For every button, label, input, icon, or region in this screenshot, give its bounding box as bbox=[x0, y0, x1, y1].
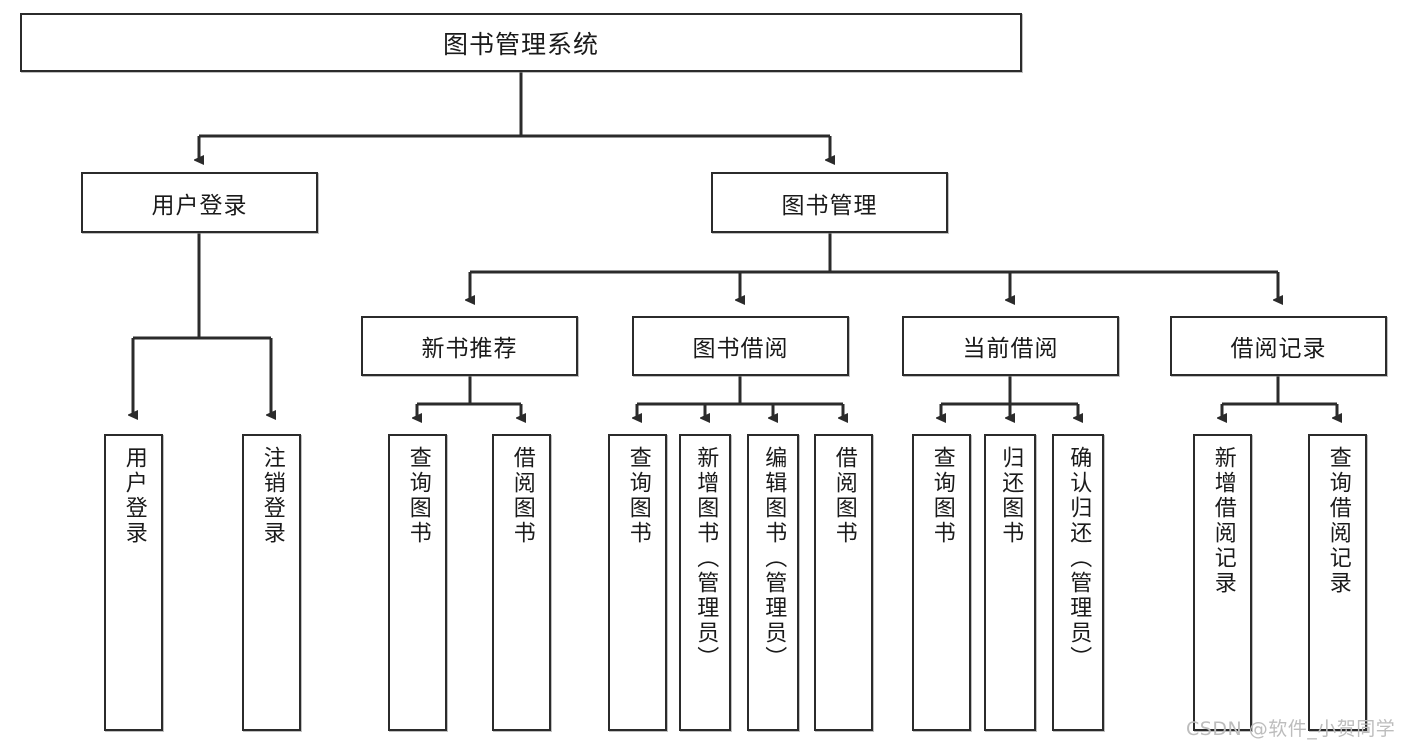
node-borrow-records[interactable]: 借阅记录 bbox=[1170, 316, 1387, 376]
node-book-borrow[interactable]: 图书借阅 bbox=[632, 316, 849, 376]
leaf-borrow-books-recommend[interactable]: 借阅图书 bbox=[492, 434, 551, 731]
leaf-add-book-admin[interactable]: 新增图书（管理员） bbox=[679, 434, 731, 731]
node-label: 用户登录 bbox=[151, 192, 248, 219]
node-user-login[interactable]: 用户登录 bbox=[81, 172, 318, 233]
node-book-management[interactable]: 图书管理 bbox=[711, 172, 948, 233]
leaf-label: 查询借阅记录 bbox=[1325, 446, 1351, 596]
leaf-label: 借阅图书 bbox=[509, 446, 535, 546]
leaf-label: 借阅图书 bbox=[831, 446, 857, 546]
leaf-query-books-borrow[interactable]: 查询图书 bbox=[608, 434, 667, 731]
leaf-label: 归还图书 bbox=[998, 446, 1024, 546]
leaf-user-login[interactable]: 用户登录 bbox=[104, 434, 163, 731]
csdn-watermark: CSDN @软件_小贺同学 bbox=[1186, 718, 1396, 740]
leaf-label: 查询图书 bbox=[625, 446, 651, 546]
leaf-return-books[interactable]: 归还图书 bbox=[984, 434, 1036, 731]
leaf-label: 用户登录 bbox=[121, 446, 147, 546]
node-label: 当前借阅 bbox=[962, 336, 1059, 362]
node-label: 图书管理 bbox=[781, 192, 878, 219]
leaf-label: 注销登录 bbox=[259, 446, 285, 546]
node-label: 图书借阅 bbox=[692, 336, 789, 362]
leaf-label: 新增借阅记录 bbox=[1210, 446, 1236, 596]
leaf-confirm-return-admin[interactable]: 确认归还（管理员） bbox=[1052, 434, 1104, 731]
leaf-query-books-current[interactable]: 查询图书 bbox=[912, 434, 971, 731]
node-new-book-recommend[interactable]: 新书推荐 bbox=[361, 316, 578, 376]
node-label: 新书推荐 bbox=[421, 336, 518, 362]
node-label: 借阅记录 bbox=[1230, 336, 1327, 362]
leaf-label: 编辑图书（管理员） bbox=[761, 446, 787, 671]
leaf-query-borrow-record[interactable]: 查询借阅记录 bbox=[1308, 434, 1367, 731]
leaf-label: 新增图书（管理员） bbox=[693, 446, 719, 671]
leaf-edit-book-admin[interactable]: 编辑图书（管理员） bbox=[747, 434, 799, 731]
leaf-add-borrow-record[interactable]: 新增借阅记录 bbox=[1193, 434, 1252, 731]
leaf-label: 确认归还（管理员） bbox=[1066, 446, 1092, 671]
leaf-label: 查询图书 bbox=[929, 446, 955, 546]
node-label: 图书管理系统 bbox=[442, 29, 599, 59]
leaf-borrow-books[interactable]: 借阅图书 bbox=[814, 434, 873, 731]
node-root-system[interactable]: 图书管理系统 bbox=[20, 13, 1022, 72]
leaf-label: 查询图书 bbox=[405, 446, 431, 546]
leaf-query-books-recommend[interactable]: 查询图书 bbox=[388, 434, 447, 731]
node-current-borrow[interactable]: 当前借阅 bbox=[902, 316, 1119, 376]
leaf-logout[interactable]: 注销登录 bbox=[242, 434, 301, 731]
